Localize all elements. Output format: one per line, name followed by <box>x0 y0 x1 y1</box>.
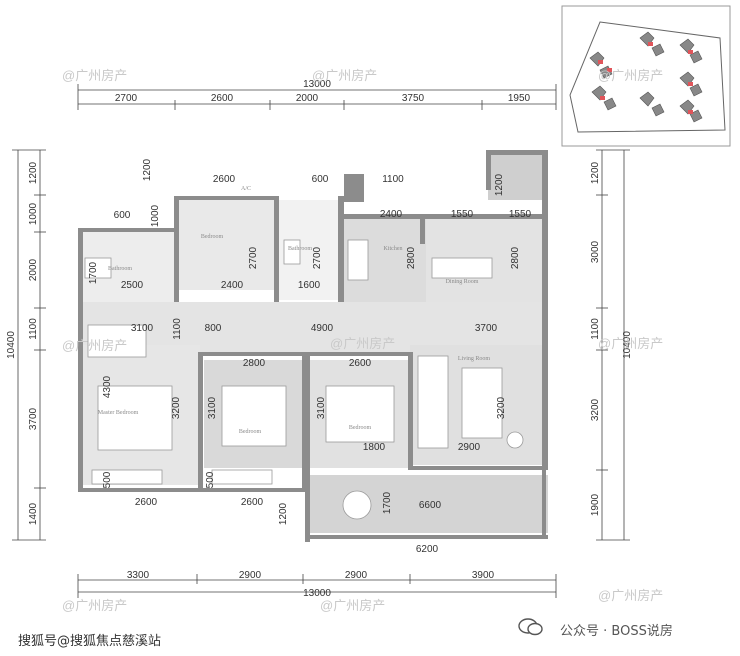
top-seg-label: 2600 <box>211 93 234 104</box>
top-seg-label: 2700 <box>115 93 138 104</box>
left-seg-label: 2000 <box>28 258 39 281</box>
wechat-icon <box>518 618 543 636</box>
dim-label: 2400 <box>221 280 244 291</box>
plan-furniture <box>84 239 524 520</box>
right-seg-label: 1900 <box>590 493 601 516</box>
room-labels: Bedroom Bathroom Bathroom Kitchen Dining… <box>98 186 491 435</box>
room-label: Dining Room <box>446 279 479 285</box>
inner-dimensions: 2600 600 1100 600 1000 2400 1550 1550 17… <box>88 158 532 555</box>
right-seg-label: 3200 <box>590 398 601 421</box>
bottom-seg-label: 3300 <box>127 570 150 581</box>
right-seg-label: 3000 <box>590 240 601 263</box>
bottom-seg-label: 2900 <box>345 570 368 581</box>
dim-label: 2400 <box>380 209 403 220</box>
dim-label: 2600 <box>213 174 236 185</box>
dim-label: 1200 <box>142 158 153 181</box>
key-plan <box>561 5 731 147</box>
dim-label: 3200 <box>171 396 182 419</box>
dim-label: 2800 <box>406 246 417 269</box>
dim-label: 1100 <box>382 174 404 185</box>
bottom-seg-label: 2900 <box>239 570 262 581</box>
top-seg-label: 3750 <box>402 93 425 104</box>
top-seg-label: 1950 <box>508 93 531 104</box>
room-label: Bedroom <box>239 429 262 435</box>
dim-label: 2600 <box>349 358 372 369</box>
left-seg-label: 1000 <box>28 202 39 225</box>
dim-label: 1100 <box>172 318 183 340</box>
dim-label: 2700 <box>312 246 323 269</box>
footer-source-text: 搜狐号@搜狐焦点慈溪站 <box>18 634 162 649</box>
dim-label: 3100 <box>207 396 218 419</box>
left-seg-label: 1100 <box>28 318 39 340</box>
dim-label: 1800 <box>363 442 386 453</box>
left-dimension-chain <box>12 149 46 541</box>
dim-label: 1600 <box>298 280 321 291</box>
dim-label: 2800 <box>243 358 266 369</box>
watermark-text: @广州房产 <box>312 68 377 83</box>
dim-label: 2500 <box>121 280 144 291</box>
dim-label: 3100 <box>316 396 327 419</box>
watermark-text: @广州房产 <box>62 598 127 613</box>
bottom-total-label: 13000 <box>303 588 331 599</box>
watermark-text: @广州房产 <box>320 598 385 613</box>
dim-label: 3200 <box>496 396 507 419</box>
footer-account-text: 公众号 · BOSS说房 <box>560 624 673 639</box>
watermarks: @广州房产 @广州房产 @广州房产 @广州房产 @广州房产 @广州房产 @广州房… <box>62 68 663 613</box>
room-label: Master Bedroom <box>98 410 139 416</box>
room-label: Kitchen <box>384 246 403 252</box>
dim-label: 500 <box>102 471 113 488</box>
right-dimension-chain <box>596 149 630 541</box>
dim-label: 6200 <box>416 544 439 555</box>
plan-walls <box>78 150 548 542</box>
dim-label: 1550 <box>509 209 532 220</box>
room-label: Bathroom <box>108 266 132 272</box>
dim-label: 600 <box>312 174 329 185</box>
dim-label: 3700 <box>475 323 498 334</box>
dim-label: 1200 <box>278 502 289 525</box>
top-dimension-chain <box>77 84 557 110</box>
dim-label: 1700 <box>382 491 393 514</box>
room-label: A/C <box>241 186 251 192</box>
dim-label: 800 <box>205 323 222 334</box>
bottom-seg-label: 3900 <box>472 570 495 581</box>
right-total-label: 10400 <box>622 331 633 359</box>
room-label: Bedroom <box>349 425 372 431</box>
right-seg-label: 1100 <box>590 318 601 340</box>
room-label: Bathroom <box>288 246 312 252</box>
watermark-text: @广州房产 <box>330 336 395 351</box>
room-label: Living Room <box>458 356 491 362</box>
left-seg-label: 1400 <box>28 502 39 525</box>
dim-label: 2900 <box>458 442 481 453</box>
dim-label: 1550 <box>451 209 474 220</box>
dim-label: 4300 <box>102 375 113 398</box>
dim-label: 1000 <box>150 204 161 227</box>
dim-label: 1700 <box>88 261 99 284</box>
dim-label: 600 <box>114 210 131 221</box>
dim-label: 2600 <box>135 497 158 508</box>
room-label: Bedroom <box>201 234 224 240</box>
top-seg-label: 2000 <box>296 93 319 104</box>
dim-label: 2800 <box>510 246 521 269</box>
watermark-text: @广州房产 <box>598 336 663 351</box>
right-seg-label: 1200 <box>590 161 601 184</box>
left-seg-label: 1200 <box>28 161 39 184</box>
bottom-dimension-chain <box>77 574 557 598</box>
watermark-text: @广州房产 <box>62 338 127 353</box>
top-total-label: 13000 <box>303 79 331 90</box>
watermark-text: @广州房产 <box>62 68 127 83</box>
watermark-text: @广州房产 <box>598 68 663 83</box>
left-seg-label: 3700 <box>28 407 39 430</box>
dim-label: 6600 <box>419 500 442 511</box>
dim-label: 500 <box>205 471 216 488</box>
left-total-label: 10400 <box>6 331 17 359</box>
dim-label: 3100 <box>131 323 154 334</box>
dim-label: 4900 <box>311 323 334 334</box>
dim-label: 2700 <box>248 246 259 269</box>
dim-label: 1200 <box>494 173 505 196</box>
watermark-text: @广州房产 <box>598 588 663 603</box>
dim-label: 2600 <box>241 497 264 508</box>
